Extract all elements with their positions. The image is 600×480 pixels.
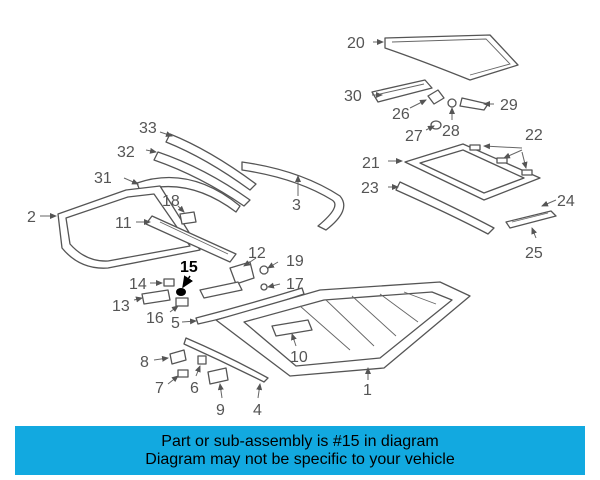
part-12-bracket <box>229 261 255 285</box>
part-8-bracket <box>169 349 187 365</box>
callout-27: 27 <box>405 128 423 145</box>
callout-2: 2 <box>27 209 36 226</box>
part-31-trim <box>136 176 241 213</box>
callout-14: 14 <box>129 276 147 293</box>
part-26-guide <box>427 89 445 105</box>
callout-19: 19 <box>286 253 304 270</box>
part-28-washer <box>447 98 457 108</box>
part-21-frame <box>404 143 541 201</box>
callout-32: 32 <box>117 144 135 161</box>
part-20-glass-panel <box>384 34 519 81</box>
callout-5: 5 <box>171 315 180 332</box>
callout-3: 3 <box>292 197 301 214</box>
part-7-clip <box>177 369 189 378</box>
part-6-clip <box>197 355 207 365</box>
part-29-bracket <box>459 97 489 111</box>
callout-17: 17 <box>286 276 304 293</box>
part-15-highlighted <box>176 288 186 296</box>
part-10-bracket <box>271 319 313 337</box>
callouts: 20 30 26 29 27 28 22 21 23 24 25 33 32 3… <box>27 35 575 419</box>
callout-29: 29 <box>500 97 518 114</box>
leader-lines <box>40 39 557 399</box>
part-23-seal <box>395 181 495 235</box>
part-2-seal <box>57 185 201 269</box>
callout-21: 21 <box>362 155 380 172</box>
part-9-bracket <box>207 367 229 385</box>
callout-15-highlighted: 15 <box>180 259 198 276</box>
callout-16: 16 <box>146 310 164 327</box>
callout-33: 33 <box>139 120 157 137</box>
part-16-clip <box>175 297 189 307</box>
part-22-clips <box>469 144 533 176</box>
callout-18: 18 <box>162 193 180 210</box>
part-13-bracket <box>141 289 171 305</box>
banner-line-1: Part or sub-assembly is #15 in diagram <box>161 433 439 450</box>
part-19-clip <box>259 265 269 275</box>
callout-13: 13 <box>112 298 130 315</box>
callout-1: 1 <box>363 382 372 399</box>
callout-9: 9 <box>216 402 225 419</box>
callout-24: 24 <box>557 193 575 210</box>
callout-22: 22 <box>525 127 543 144</box>
part-14-clip <box>163 278 175 287</box>
part-18-clip <box>179 211 197 225</box>
callout-11: 11 <box>115 215 132 232</box>
callout-30: 30 <box>344 88 362 105</box>
callout-20: 20 <box>347 35 365 52</box>
callout-25: 25 <box>525 245 543 262</box>
callout-12: 12 <box>248 245 266 262</box>
part-27-screw <box>430 120 442 130</box>
callout-7: 7 <box>155 380 164 397</box>
banner-line-2: Diagram may not be specific to your vehi… <box>145 451 455 468</box>
part-32-front-rail <box>153 151 251 207</box>
part-25-rail <box>505 210 557 229</box>
callout-23: 23 <box>361 180 379 197</box>
callout-28: 28 <box>442 123 460 140</box>
part-17-clip <box>260 283 268 291</box>
parts-diagram: 20 30 26 29 27 28 22 21 23 24 25 33 32 3… <box>27 34 575 419</box>
part-33-deflector <box>165 133 257 191</box>
part-3-side-seal <box>241 161 345 231</box>
callout-4: 4 <box>253 402 262 419</box>
callout-6: 6 <box>190 380 199 397</box>
callout-10: 10 <box>290 349 308 366</box>
callout-31: 31 <box>94 170 112 187</box>
info-banner: Part or sub-assembly is #15 in diagram D… <box>15 426 585 475</box>
callout-8: 8 <box>140 354 149 371</box>
part-1-roof-frame <box>215 281 471 377</box>
part-30-bracket <box>371 79 433 103</box>
callout-26: 26 <box>392 106 410 123</box>
part-4-rail <box>183 337 269 383</box>
